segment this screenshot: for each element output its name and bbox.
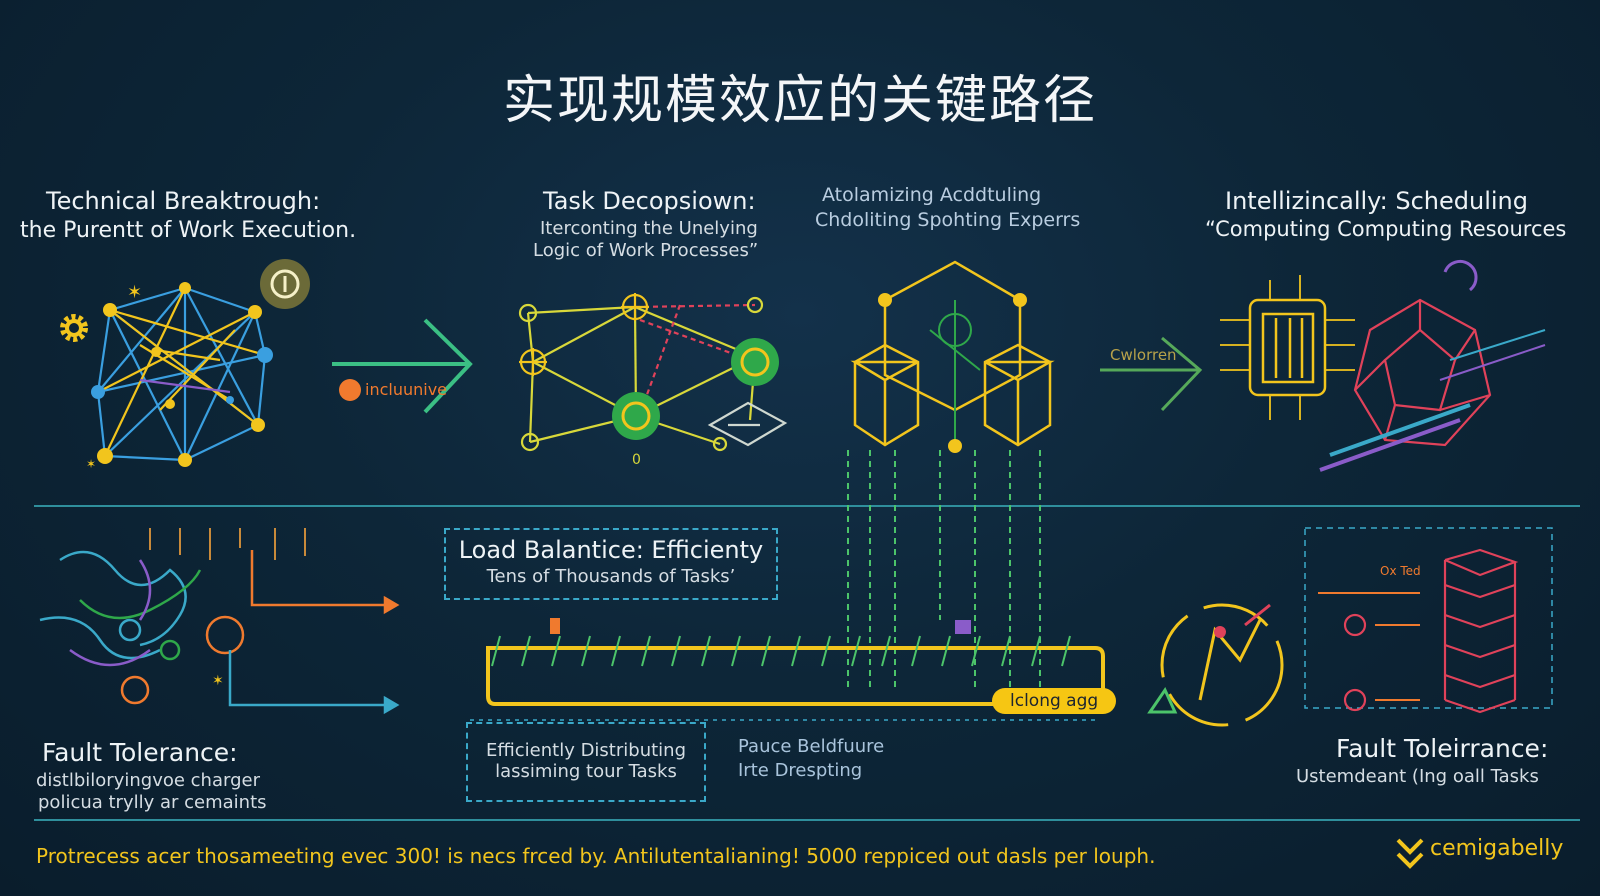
decomposition-sub-line2: Logic of Work Processes” — [533, 240, 759, 261]
load-balance-subheading: Tens of Thousands of Tasks’ — [486, 566, 736, 587]
distributing-line2: lassiming tour Tasks — [495, 761, 677, 782]
automating-line2: Chdoliting Spohting Experrs — [815, 209, 1081, 231]
fault-left-heading: Fault Tolerance: — [42, 738, 238, 767]
scheduling-subheading: “Computing Computing Resources — [1205, 217, 1567, 241]
load-balance-heading: Load Balantice: Efficienty — [458, 536, 764, 564]
scheduling-heading: Intellizincally: Scheduling — [1225, 187, 1528, 215]
fault-left-sub-line2: policua trylly ar cemaints — [38, 792, 267, 813]
decomposition-sub-line1: Iterconting the Unelying — [540, 218, 758, 239]
footer-text: Protrecess acer thosameeting evec 300! i… — [36, 844, 1156, 868]
arrow-right-icon — [332, 318, 473, 414]
refresh-icon — [1443, 259, 1478, 292]
processor-chip-icon — [1220, 275, 1355, 420]
arrow-right-icon-2 — [1100, 336, 1203, 412]
geodesic-sphere-icon — [1353, 298, 1492, 447]
breakthrough-heading: Technical Breaktrough: — [46, 187, 321, 215]
small-star-icon: ✶ — [86, 457, 96, 471]
logo-mark-icon — [1396, 838, 1424, 869]
brand-logo: cemigabelly — [1430, 836, 1563, 861]
zero-label: 0 — [632, 452, 641, 468]
distributing-box: Efficiently Distributing lassiming tour … — [466, 722, 706, 802]
distributing-line1: Efficiently Distributing — [485, 740, 686, 761]
status-badge: lclong agg — [992, 688, 1117, 714]
crosshair-icon — [519, 293, 649, 376]
task-graph-icon — [518, 293, 788, 452]
clock-badge-icon — [260, 259, 310, 309]
arrow-label-left: incluunive — [365, 380, 448, 399]
data-streams-icon — [1319, 329, 1546, 472]
load-balance-box: Load Balantice: Efficienty Tens of Thous… — [444, 528, 778, 600]
server-tray-icon — [707, 401, 788, 447]
small-panel-label: Ox Ted — [1380, 564, 1421, 578]
svg-text:✶: ✶ — [212, 673, 224, 689]
cube-cluster-icon — [847, 260, 1055, 690]
network-graph-icon — [91, 282, 273, 467]
arrow-label-right: Cwlorren — [1110, 346, 1177, 364]
gear-icon — [60, 314, 88, 342]
task-stack-panel — [1304, 527, 1553, 714]
page-title: 实现规模效应的关键路径 — [502, 71, 1097, 131]
pause-line1: Pauce Beldfuure — [738, 736, 885, 757]
circuit-paths-icon: ✶ — [39, 528, 400, 715]
sparkle-icon: ✶ — [127, 282, 142, 303]
fault-left-sub-line1: distlbiloryingvoe charger — [36, 770, 260, 791]
fault-right-heading: Fault Toleirrance: — [1336, 734, 1549, 763]
breakthrough-subheading: the Purentt of Work Execution. — [20, 218, 357, 243]
pause-line2: Irte Drespting — [738, 760, 863, 781]
brand-logo-text: cemigabelly — [1430, 836, 1564, 861]
node-badge-icon — [612, 338, 779, 440]
decomposition-heading: Task Decopsiown: — [543, 187, 756, 215]
compass-arrow-icon — [1147, 603, 1284, 727]
fault-right-subheading: Ustemdeant (Ing oall Tasks — [1296, 766, 1539, 787]
automating-line1: Atolamizing Acddtuling — [822, 184, 1042, 206]
